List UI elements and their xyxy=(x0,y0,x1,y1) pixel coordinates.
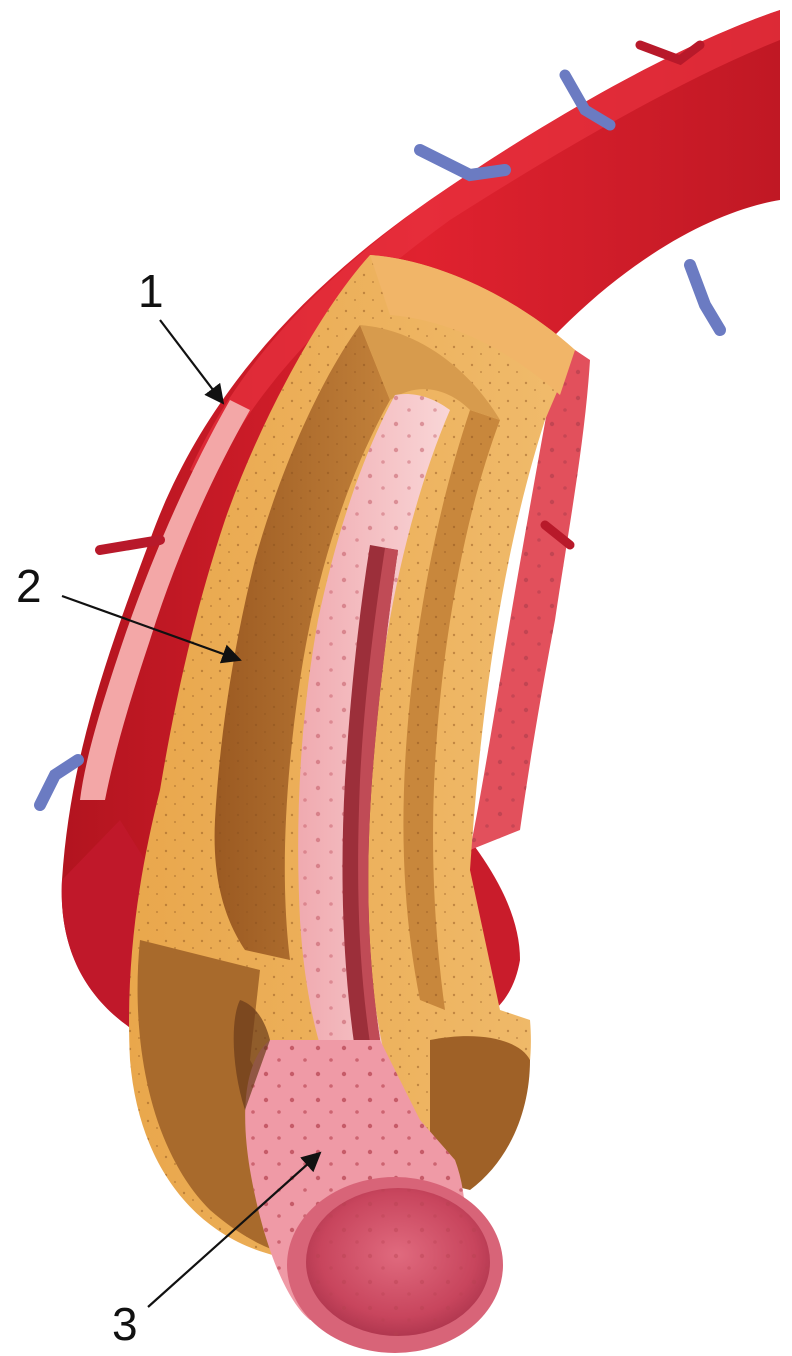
callout-3-label: 3 xyxy=(112,1298,138,1350)
callout-2-label: 2 xyxy=(16,560,42,612)
callout-1: 1 xyxy=(138,265,223,403)
callout-1-leader xyxy=(160,320,223,403)
callout-1-label: 1 xyxy=(138,265,164,317)
lower-tube-bulb-dots xyxy=(306,1188,490,1336)
vessel-blue-3 xyxy=(690,265,720,330)
